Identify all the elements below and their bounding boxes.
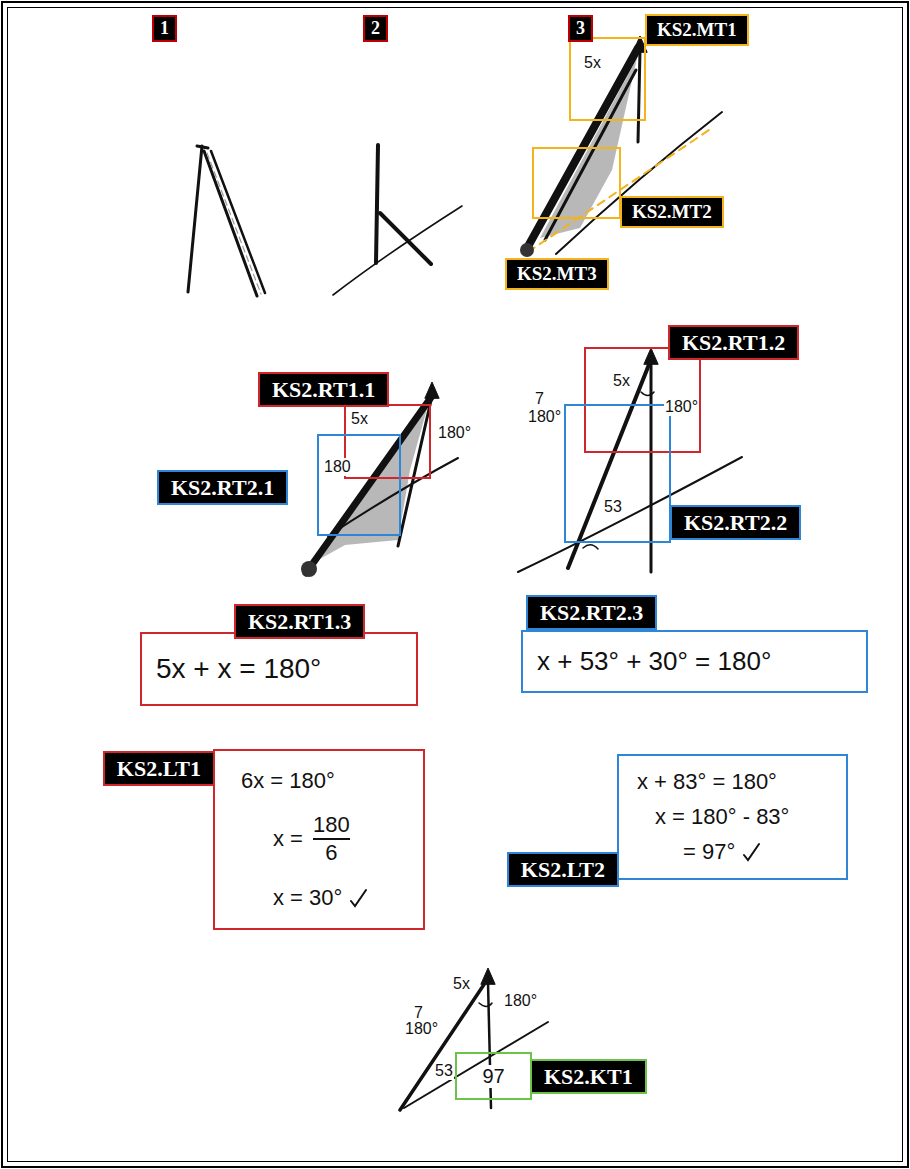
tag-text: KS2.RT1.1 — [272, 377, 375, 402]
sketch-bottom — [400, 968, 548, 1110]
answer-box: KS2.LT16x = 180°x =1806x = 30° — [213, 749, 425, 930]
handwritten-mark: 180° — [503, 992, 538, 1010]
sketch-middle-left — [301, 382, 458, 577]
equation-text: 180 — [313, 812, 350, 838]
equation-text: x = — [273, 826, 303, 852]
handwritten-mark: 7 — [534, 390, 545, 408]
tag-label: KS2.RT1.1 — [258, 372, 389, 407]
handwritten-mark: 53 — [434, 1062, 454, 1080]
tag-label: 1 — [152, 15, 177, 42]
sketch-two — [333, 145, 462, 295]
equation-text: 6x = 180° — [241, 768, 335, 794]
equation-text: = 97° — [683, 839, 735, 865]
tag-text: KS2.MT2 — [632, 201, 712, 222]
handwritten-mark: 180 — [323, 458, 352, 476]
handwritten-mark: 7 — [413, 1004, 424, 1022]
handwritten-mark: 5x — [612, 372, 631, 390]
answer-box: KS2.RT1.35x + x = 180° — [140, 632, 418, 706]
tag-label: KS2.LT2 — [507, 852, 619, 887]
equation-text: x = 30° — [273, 885, 342, 911]
check-mark — [743, 842, 761, 862]
handwritten-mark: 5x — [350, 410, 369, 428]
answer-box: KS2.KT197 — [455, 1052, 532, 1100]
answer-box: KS2.LT2x + 83° = 180°x = 180° - 83°= 97° — [617, 754, 848, 880]
tag-label: KS2.MT1 — [645, 14, 749, 46]
tag-label: KS2.RT2.1 — [157, 470, 288, 505]
equation-text: 5x + x = 180° — [156, 653, 321, 685]
handwritten-mark: 180° — [404, 1020, 439, 1038]
equation-line: x = 30° — [227, 885, 411, 911]
equation-line: x = 180° - 83° — [631, 804, 834, 830]
highlight-frames — [318, 38, 700, 542]
tag-label: KS2.LT1 — [103, 751, 215, 786]
tag-label: 2 — [363, 15, 388, 42]
equation-text: 97 — [482, 1065, 504, 1088]
equation-text: x = 180° - 83° — [655, 804, 789, 830]
answer-box: KS2.RT2.3x + 53° + 30° = 180° — [521, 630, 868, 693]
tag-label: KS2.RT2.3 — [526, 595, 657, 630]
tag-text: 1 — [160, 18, 169, 38]
tag-text: KS2.MT3 — [517, 263, 597, 284]
tag-text: KS2.MT1 — [657, 19, 737, 40]
handwritten-mark: 180° — [437, 424, 472, 442]
handwritten-mark: 53 — [603, 498, 623, 516]
equation-text: x + 53° + 30° = 180° — [537, 646, 771, 677]
handwritten-mark: 180° — [527, 408, 562, 426]
equation-text: 6 — [313, 838, 350, 866]
equation-line: x = 1806 — [227, 812, 411, 866]
equation-line: = 97° — [631, 839, 834, 865]
check-mark — [350, 888, 368, 908]
handwritten-mark: 180° — [664, 398, 699, 416]
tag-text: 2 — [371, 18, 380, 38]
tag-label: KS2.MT3 — [505, 258, 609, 290]
tag-text: 3 — [576, 18, 585, 38]
tag-label: KS2.RT2.2 — [670, 505, 801, 540]
tag-label: KS2.KT1 — [530, 1059, 647, 1094]
equation-text: x + 83° = 180° — [637, 769, 777, 795]
fraction: 1806 — [313, 812, 350, 866]
sketch-one — [188, 146, 265, 296]
tag-label: KS2.RT1.2 — [668, 325, 799, 360]
handwritten-mark: 5x — [583, 54, 602, 72]
tag-text: KS2.RT2.2 — [684, 510, 787, 535]
tag-text: KS2.RT1.2 — [682, 330, 785, 355]
tag-label: 3 — [568, 15, 593, 42]
tag-label: KS2.RT1.3 — [234, 604, 365, 639]
equation-line: x + 83° = 180° — [631, 769, 834, 795]
tag-label: KS2.MT2 — [620, 196, 724, 228]
handwritten-mark: 5x — [452, 975, 471, 993]
equation-line: 6x = 180° — [227, 768, 411, 794]
tag-text: KS2.RT2.1 — [171, 475, 274, 500]
